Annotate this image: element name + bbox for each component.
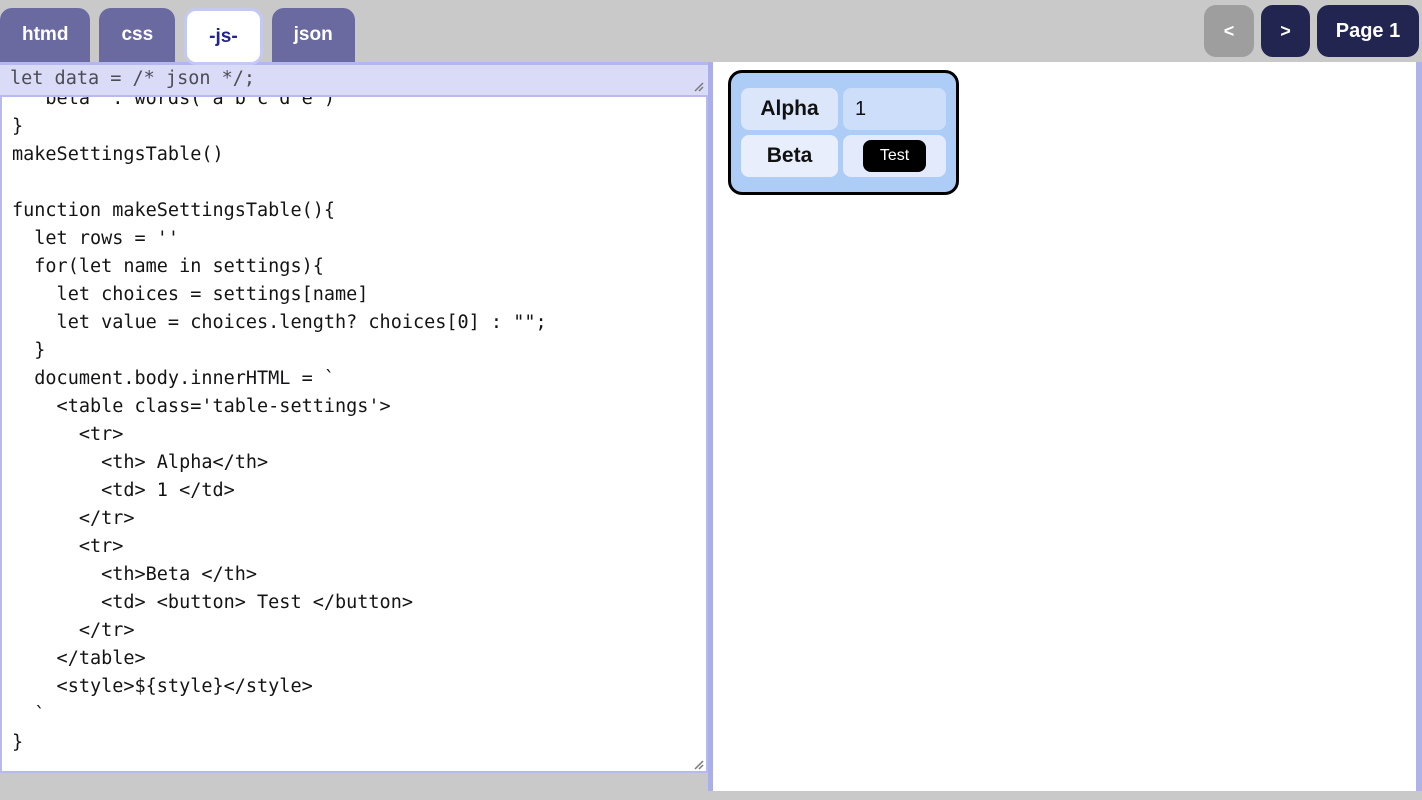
tab-css[interactable]: css <box>99 8 176 62</box>
row-header-cell: Alpha <box>741 88 838 130</box>
tab-js[interactable]: -js- <box>184 8 263 65</box>
row-value-cell: 1 <box>843 88 946 130</box>
tab-json[interactable]: json <box>271 8 355 62</box>
test-button[interactable]: Test <box>862 140 927 172</box>
tab-htmd[interactable]: htmd <box>0 8 91 62</box>
row-value-cell: Test <box>843 135 946 177</box>
resize-handle-icon[interactable] <box>692 758 705 771</box>
resize-handle-icon[interactable] <box>692 80 705 93</box>
table-row: Beta Test <box>741 135 946 177</box>
code-editor[interactable] <box>0 95 708 773</box>
pager-nav: < > Page 1 <box>1204 5 1419 57</box>
pinned-line-editor[interactable]: let data = /* json */; <box>0 62 708 95</box>
prev-page-button[interactable]: < <box>1204 5 1254 57</box>
row-header-cell: Beta <box>741 135 838 177</box>
next-page-button[interactable]: > <box>1261 5 1310 57</box>
page-indicator-button[interactable]: Page 1 <box>1317 5 1419 57</box>
